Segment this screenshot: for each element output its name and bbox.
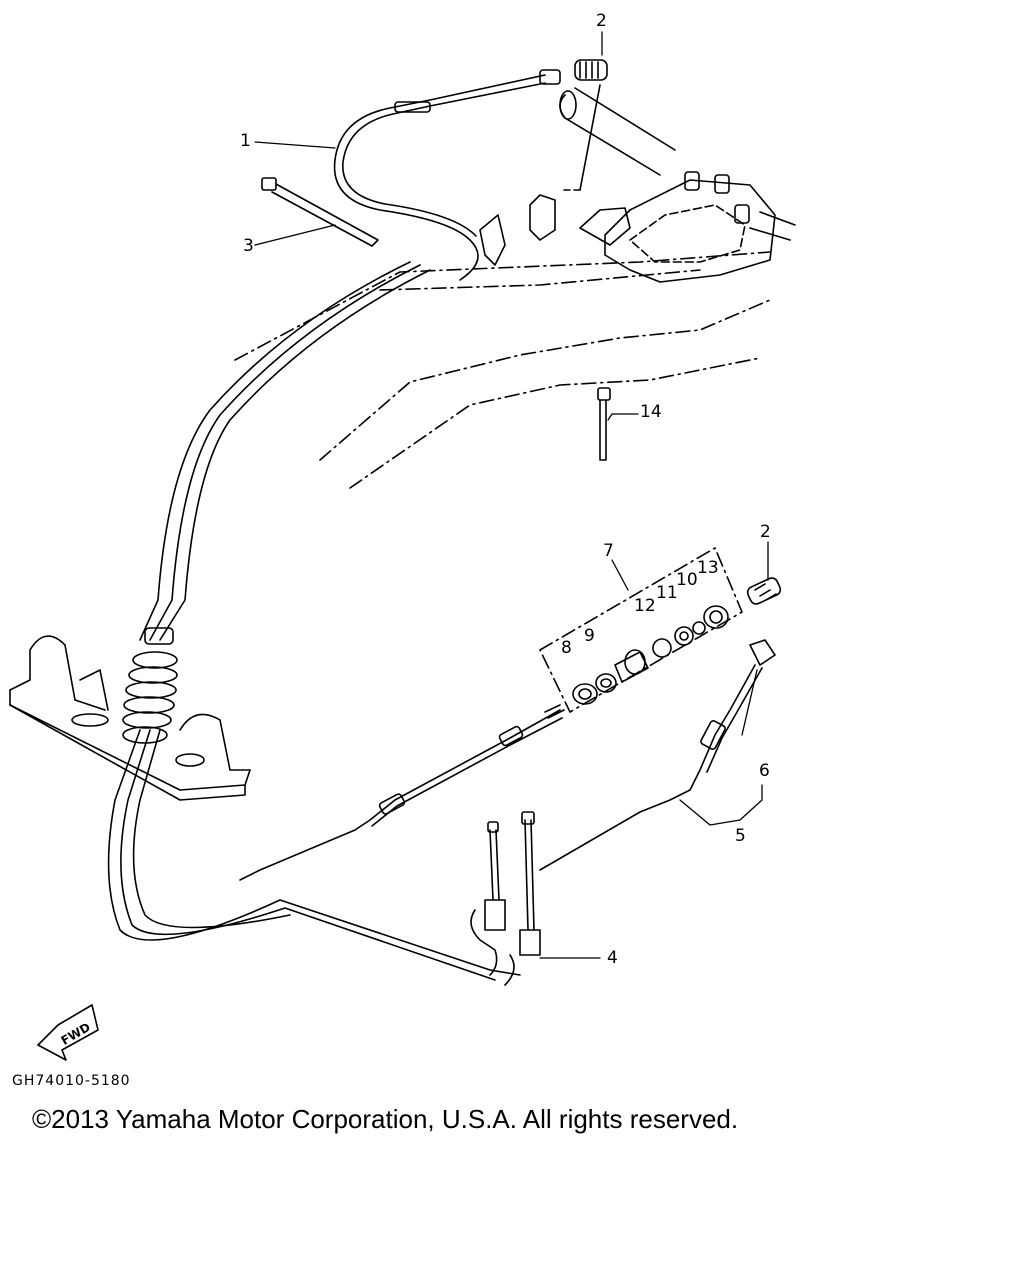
fitting-group-7 bbox=[539, 547, 743, 713]
fwd-label: FWD bbox=[59, 1020, 93, 1048]
adjuster-right bbox=[746, 577, 782, 605]
callout-4: 4 bbox=[607, 948, 618, 968]
callout-1: 1 bbox=[240, 131, 251, 151]
callout-2-top: 2 bbox=[596, 11, 607, 31]
callout-13: 13 bbox=[697, 558, 719, 578]
hull-outline bbox=[234, 251, 771, 489]
callout-11: 11 bbox=[656, 583, 678, 603]
callout-8: 8 bbox=[561, 638, 572, 658]
bellows-boot bbox=[122, 627, 178, 744]
cable-tie-14 bbox=[597, 387, 611, 461]
callout-5: 5 bbox=[735, 826, 746, 846]
lower-mount-bracket bbox=[9, 635, 251, 801]
cable-loom bbox=[107, 261, 521, 981]
handlebar-assembly bbox=[479, 87, 796, 283]
cable-end-4 bbox=[470, 811, 541, 986]
callout-6: 6 bbox=[759, 761, 770, 781]
callout-10: 10 bbox=[676, 570, 698, 590]
cable-1 bbox=[333, 69, 561, 281]
drawing-code: GH74010-5180 bbox=[12, 1073, 131, 1089]
cable-6 bbox=[539, 639, 776, 871]
cable-tie-3 bbox=[261, 177, 379, 247]
adjuster-top bbox=[559, 59, 608, 191]
callout-14: 14 bbox=[640, 402, 662, 422]
callout-7: 7 bbox=[603, 541, 614, 561]
callout-2-right: 2 bbox=[760, 522, 771, 542]
cable-5 bbox=[239, 704, 565, 881]
leader-lines bbox=[254, 31, 769, 959]
callout-9: 9 bbox=[584, 626, 595, 646]
copyright-notice: ©2013 Yamaha Motor Corporation, U.S.A. A… bbox=[32, 1104, 739, 1134]
callout-3: 3 bbox=[243, 236, 254, 256]
callout-12: 12 bbox=[634, 596, 656, 616]
fwd-arrow-icon bbox=[37, 1004, 99, 1061]
